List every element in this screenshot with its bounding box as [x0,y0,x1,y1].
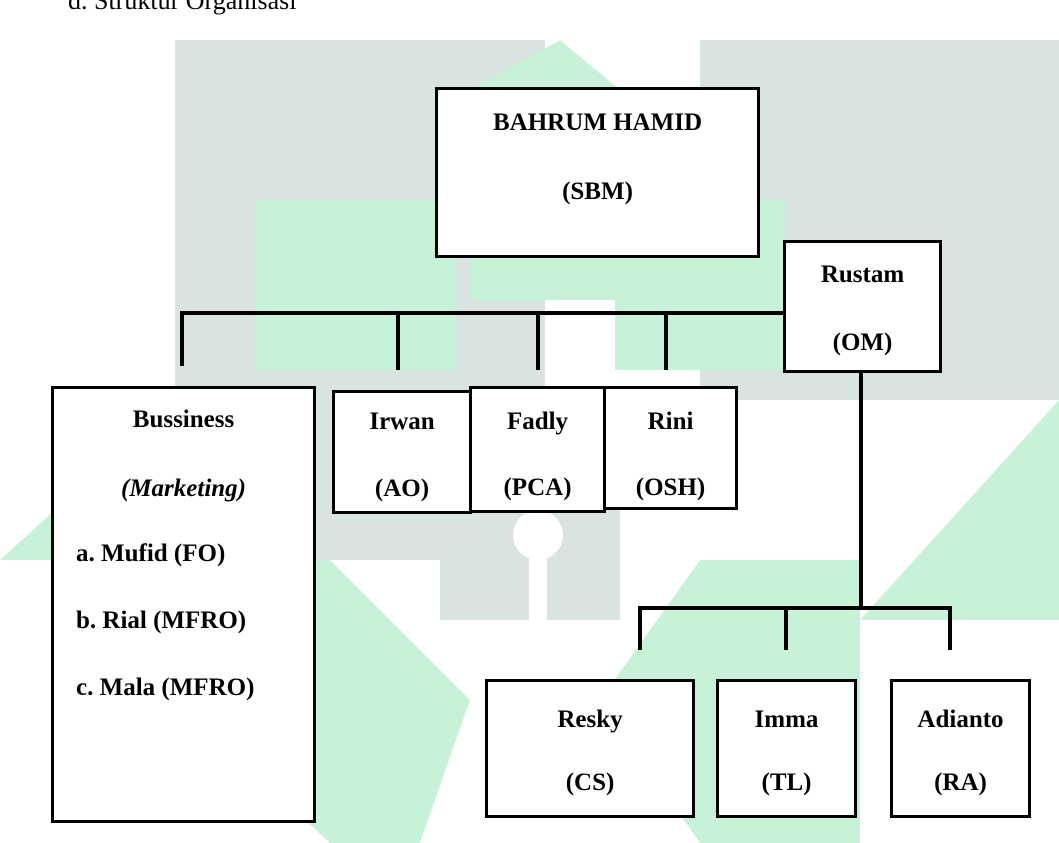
rini-box: Rini (OSH) [603,386,738,510]
business-box: Bussiness (Marketing) a. Mufid (FO) b. R… [51,386,316,823]
section-heading: d. Struktur Organisasi [68,0,297,15]
imma-role: (TL) [761,769,812,796]
resky-name: Resky [557,706,623,733]
sbm-role: (SBM) [562,178,633,205]
adianto-name: Adianto [917,706,1004,733]
business-member: b. Rial (MFRO) [76,607,247,634]
adianto-role: (RA) [934,769,987,796]
irwan-box: Irwan (AO) [332,390,472,514]
rini-name: Rini [647,408,694,435]
business-member: c. Mala (MFRO) [76,674,255,701]
business-title: Bussiness [132,406,235,433]
om-role: (OM) [832,329,893,356]
resky-role: (CS) [565,769,615,796]
irwan-name: Irwan [369,408,435,435]
resky-box: Resky (CS) [485,679,695,818]
fadly-box: Fadly (PCA) [469,386,606,513]
imma-name: Imma [754,706,819,733]
business-member: a. Mufid (FO) [76,540,226,567]
irwan-role: (AO) [374,475,430,502]
imma-box: Imma (TL) [716,679,857,818]
adianto-box: Adianto (RA) [890,679,1031,818]
sbm-name: BAHRUM HAMID [492,109,702,136]
fadly-role: (PCA) [503,474,572,501]
fadly-name: Fadly [506,408,569,435]
om-box: Rustam (OM) [783,240,942,373]
sbm-box: BAHRUM HAMID (SBM) [435,87,760,258]
business-subtitle: (Marketing) [121,475,246,502]
rini-role: (OSH) [635,474,706,501]
om-name: Rustam [820,261,905,288]
